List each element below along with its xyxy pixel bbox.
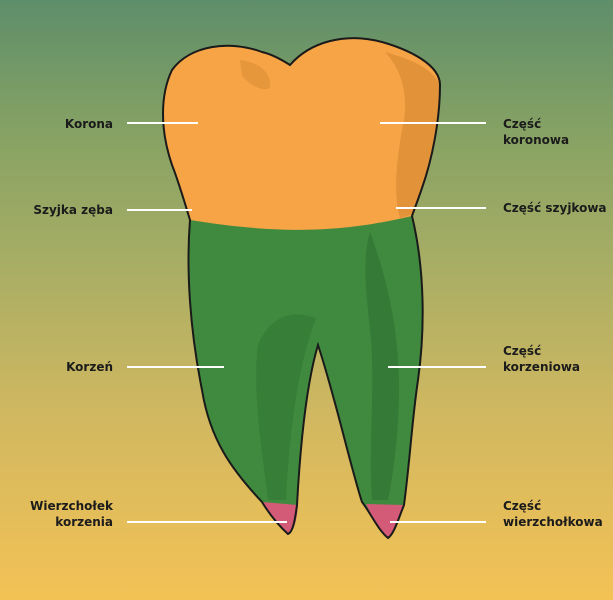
tooth-root-shade-inner [256,314,316,500]
label-apex: Wierzchołek korzenia [30,499,113,529]
label-root-part: Część korzeniowa [503,344,581,374]
label-crown: Korona [64,117,113,131]
label-cervical-part: Część szyjkowa [503,201,607,215]
label-neck: Szyjka zęba [33,203,113,217]
leader-lines [127,122,486,523]
root-apex-left [262,502,298,534]
tooth-crown [163,38,440,230]
tooth-root-shade [365,232,400,500]
tooth-crown-cusp-shade [240,60,271,90]
label-apical-part: Część wierzchołkowa [503,499,603,529]
label-coronal-part: Część koronowa [503,117,570,147]
label-root: Korzeń [66,360,113,374]
tooth-root [188,216,423,538]
tooth-outline [162,37,442,540]
tooth-crown-shade [385,52,440,218]
